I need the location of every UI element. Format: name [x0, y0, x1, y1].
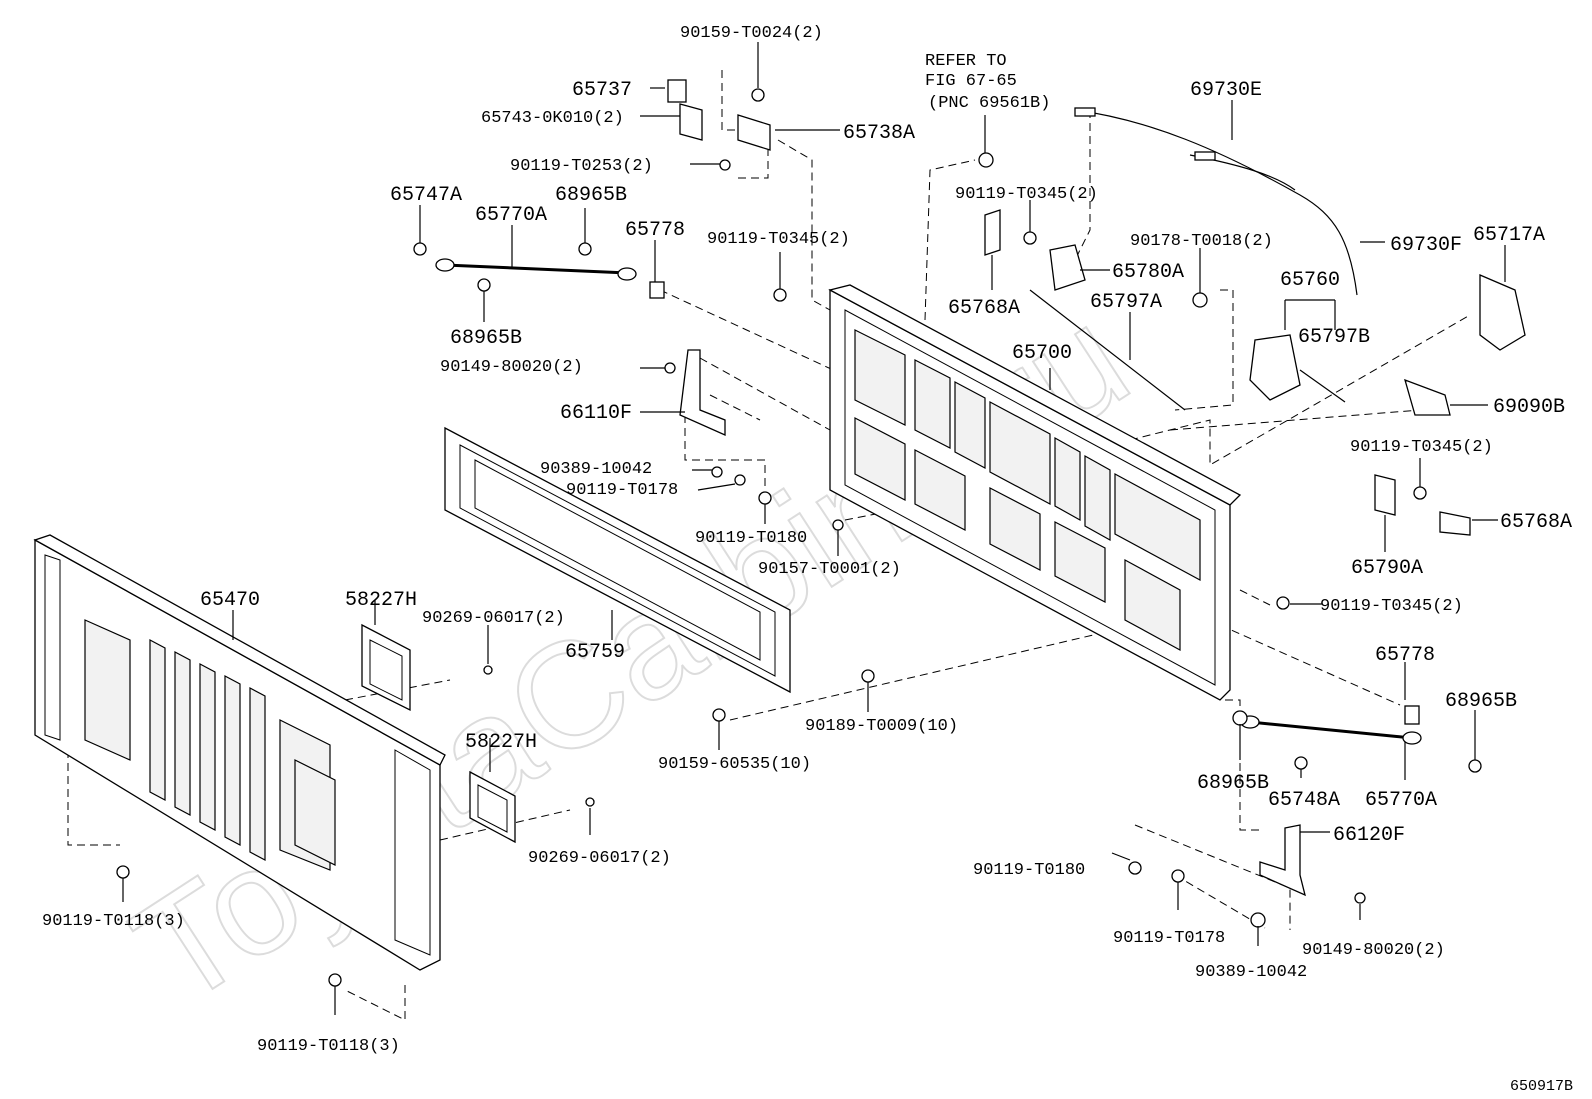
label-65747A[interactable]: 65747A [390, 184, 462, 207]
label-90119-T0180-bottom[interactable]: 90119-T0180 [973, 861, 1085, 880]
refer-note-line3: (PNC 69561B) [928, 94, 1050, 113]
label-90149-80020-left[interactable]: 90149-80020(2) [440, 358, 583, 377]
label-68965B-bottom[interactable]: 68965B [1197, 772, 1269, 795]
label-58227H-top[interactable]: 58227H [345, 589, 417, 612]
lock-rods [1029, 289, 1346, 411]
label-65778-bottom[interactable]: 65778 [1375, 644, 1435, 667]
label-68965B-left[interactable]: 68965B [450, 327, 522, 350]
label-90119-T0345-left[interactable]: 90119-T0345(2) [707, 230, 850, 249]
tailgate-outer-panel [33, 534, 446, 971]
label-90119-T0345-top[interactable]: 90119-T0345(2) [955, 185, 1098, 204]
label-68965B-right[interactable]: 68965B [1445, 690, 1517, 713]
label-90119-T0178-bottom[interactable]: 90119-T0178 [1113, 929, 1225, 948]
label-90159-60535[interactable]: 90159-60535(10) [658, 755, 811, 774]
label-90178-T0018[interactable]: 90178-T0018(2) [1130, 232, 1273, 251]
label-65790A[interactable]: 65790A [1351, 557, 1423, 580]
label-69090B[interactable]: 69090B [1493, 396, 1565, 419]
label-65748A[interactable]: 65748A [1268, 789, 1340, 812]
license-lamp-bezels [361, 623, 516, 844]
leader-lines [122, 42, 1506, 1015]
label-65768A-top[interactable]: 65768A [948, 297, 1020, 320]
label-90157-T0001[interactable]: 90157-T0001(2) [758, 560, 901, 579]
label-65759[interactable]: 65759 [565, 641, 625, 664]
label-90119-T0253[interactable]: 90119-T0253(2) [510, 157, 653, 176]
label-65738A[interactable]: 65738A [843, 122, 915, 145]
label-66110F[interactable]: 66110F [560, 402, 632, 425]
hardware-parts [116, 79, 1526, 987]
label-69730E[interactable]: 69730E [1190, 79, 1262, 102]
label-65717A[interactable]: 65717A [1473, 224, 1545, 247]
label-90189-T0009[interactable]: 90189-T0009(10) [805, 717, 958, 736]
label-65470[interactable]: 65470 [200, 589, 260, 612]
label-90119-T0118-left[interactable]: 90119-T0118(3) [42, 912, 185, 931]
refer-note-line2: FIG 67-65 [925, 72, 1017, 91]
label-90269-06017-top[interactable]: 90269-06017(2) [422, 609, 565, 628]
label-65743-0K010[interactable]: 65743-0K010(2) [481, 109, 624, 128]
refer-note-line1: REFER TO [925, 52, 1007, 71]
label-65760[interactable]: 65760 [1280, 269, 1340, 292]
label-65700[interactable]: 65700 [1012, 342, 1072, 365]
label-66120F[interactable]: 66120F [1333, 824, 1405, 847]
label-65780A[interactable]: 65780A [1112, 261, 1184, 284]
label-90159-T0024[interactable]: 90159-T0024(2) [680, 24, 823, 43]
label-90119-T0345-right[interactable]: 90119-T0345(2) [1350, 438, 1493, 457]
label-65768A-right[interactable]: 65768A [1500, 511, 1572, 534]
label-65797B[interactable]: 65797B [1298, 326, 1370, 349]
release-cables [1074, 107, 1358, 296]
label-90119-T0178-left[interactable]: 90119-T0178 [566, 481, 678, 500]
label-65797A[interactable]: 65797A [1090, 291, 1162, 314]
tailgate-inner-panel [828, 284, 1242, 701]
part-labels: 90159-T0024(2) 65737 65743-0K010(2) 6573… [42, 24, 1573, 1095]
label-65770A-top[interactable]: 65770A [475, 204, 547, 227]
label-90389-10042-bottom[interactable]: 90389-10042 [1195, 963, 1307, 982]
label-65778-top[interactable]: 65778 [625, 219, 685, 242]
support-cables [435, 258, 1422, 745]
label-65737[interactable]: 65737 [572, 79, 632, 102]
label-68965B-top[interactable]: 68965B [555, 184, 627, 207]
diagram-code: 650917B [1510, 1078, 1573, 1095]
tailgate-trim-panel [444, 426, 791, 694]
label-69730F[interactable]: 69730F [1390, 234, 1462, 257]
label-90119-T0345-lower[interactable]: 90119-T0345(2) [1320, 597, 1463, 616]
label-65770A-bottom[interactable]: 65770A [1365, 789, 1437, 812]
label-90119-T0180-left[interactable]: 90119-T0180 [695, 529, 807, 548]
label-90119-T0118-bottom[interactable]: 90119-T0118(3) [257, 1037, 400, 1056]
label-90269-06017-bottom[interactable]: 90269-06017(2) [528, 849, 671, 868]
label-58227H-bottom[interactable]: 58227H [465, 731, 537, 754]
label-90149-80020-bottom[interactable]: 90149-80020(2) [1302, 941, 1445, 960]
label-90389-10042-left[interactable]: 90389-10042 [540, 460, 652, 479]
